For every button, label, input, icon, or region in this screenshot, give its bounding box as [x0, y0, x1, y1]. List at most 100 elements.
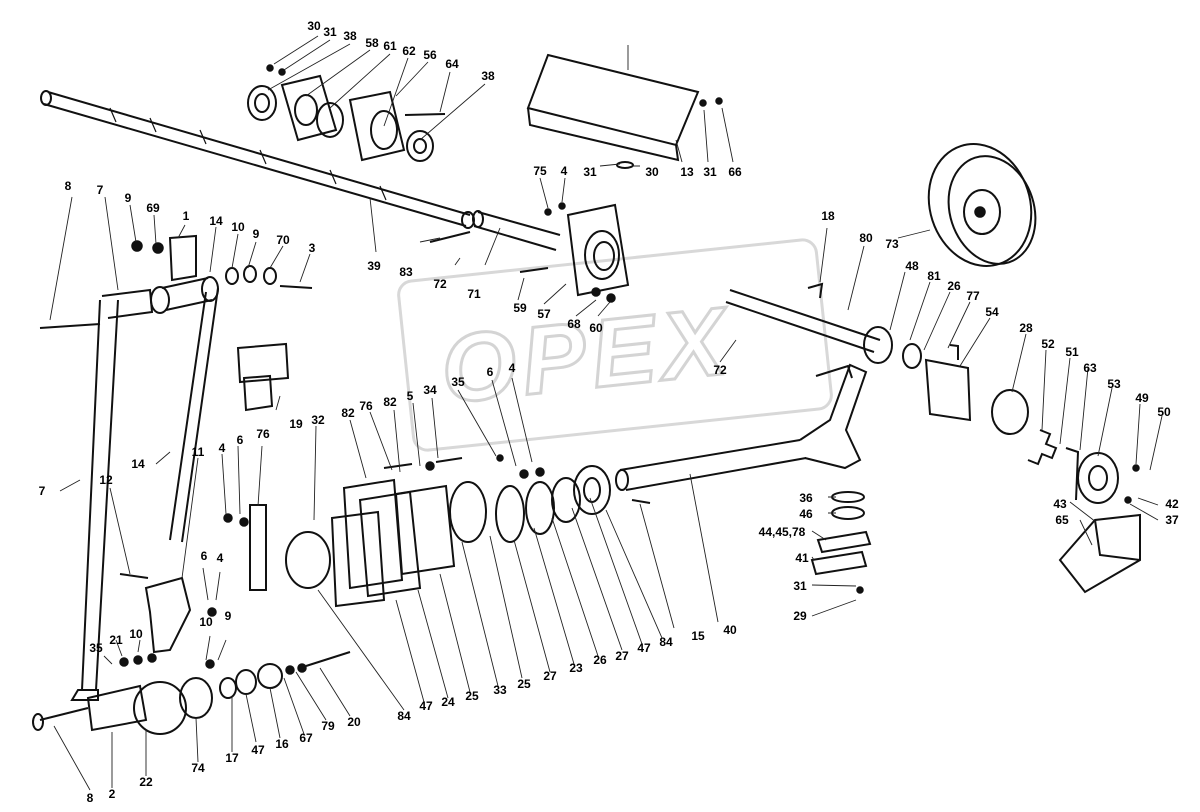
right-shaft-assembly [725, 282, 1140, 504]
callout-69: 69 [146, 201, 160, 215]
callout-56: 56 [423, 48, 437, 62]
callout-47: 47 [637, 641, 651, 655]
bottom-shaft-assembly [32, 573, 351, 735]
callout-18: 18 [821, 209, 835, 223]
callout-4: 4 [561, 164, 568, 178]
callout-76b: 76 [256, 427, 270, 441]
callout-2: 2 [109, 787, 116, 801]
callout-62: 62 [402, 44, 416, 58]
callout-20: 20 [347, 715, 361, 729]
callout-17: 17 [225, 751, 239, 765]
callout-13: 13 [680, 165, 694, 179]
left-levers [39, 234, 313, 701]
callout-75: 75 [533, 164, 547, 178]
gearbox-housing [429, 202, 630, 303]
callout-4b: 4 [509, 361, 516, 375]
callout-30: 30 [307, 19, 321, 33]
callout-33: 33 [493, 683, 507, 697]
callout-73: 73 [885, 237, 899, 251]
callout-8b: 8 [87, 791, 94, 805]
callout-72b: 72 [713, 363, 727, 377]
callout-74: 74 [191, 761, 205, 775]
callout-65: 65 [1055, 513, 1069, 527]
callout-47c: 47 [251, 743, 265, 757]
callout-9: 9 [125, 191, 132, 205]
callout-10b: 10 [199, 615, 213, 629]
callout-7b: 7 [39, 484, 46, 498]
callout-6c: 6 [201, 549, 208, 563]
callout-38: 38 [343, 29, 357, 43]
callout-63: 63 [1083, 361, 1097, 375]
callout-30b: 30 [645, 165, 659, 179]
callout-84b: 84 [397, 709, 411, 723]
callout-60: 60 [589, 321, 603, 335]
callout-58: 58 [365, 36, 379, 50]
lower-stack [223, 454, 611, 608]
callout-41: 41 [795, 551, 809, 565]
callout-84: 84 [659, 635, 673, 649]
callout-23: 23 [569, 661, 583, 675]
callout-8: 8 [65, 179, 72, 193]
callout-22: 22 [139, 775, 153, 789]
callout-49: 49 [1135, 391, 1149, 405]
callout-81: 81 [927, 269, 941, 283]
callout-16: 16 [275, 737, 289, 751]
callout-64: 64 [445, 57, 459, 71]
callout-54: 54 [985, 305, 999, 319]
callout-68: 68 [567, 317, 581, 331]
callout-3: 3 [309, 241, 316, 255]
callout-7: 7 [97, 183, 104, 197]
callout-76: 76 [359, 399, 373, 413]
callout-12: 12 [99, 473, 113, 487]
callout-9b: 9 [253, 227, 260, 241]
callout-36: 36 [799, 491, 813, 505]
callout-4d: 4 [217, 551, 224, 565]
callout-35b: 35 [89, 641, 103, 655]
callout-50: 50 [1157, 405, 1171, 419]
callout-31: 31 [323, 25, 337, 39]
callout-31b: 31 [703, 165, 717, 179]
callout-27: 27 [615, 649, 629, 663]
callout-28: 28 [1019, 321, 1033, 335]
callout-32: 32 [311, 413, 325, 427]
cover-plate-13 [526, 53, 723, 169]
callout-42: 42 [1165, 497, 1179, 511]
bracket-43-65 [1058, 513, 1141, 594]
callout-72: 72 [433, 277, 447, 291]
callout-labels: 30 31 38 58 61 62 56 64 38 13 31 66 31 3… [39, 19, 1179, 805]
upper-bearing-assembly [247, 64, 446, 162]
callout-34: 34 [423, 383, 437, 397]
callout-59: 59 [513, 301, 527, 315]
callout-80: 80 [859, 231, 873, 245]
callout-1: 1 [183, 209, 190, 223]
callout-39: 39 [367, 259, 381, 273]
callout-66: 66 [728, 165, 742, 179]
main-frame-40 [615, 363, 868, 504]
callout-53: 53 [1107, 377, 1121, 391]
callout-70: 70 [276, 233, 290, 247]
callout-6b: 6 [237, 433, 244, 447]
callout-15: 15 [691, 629, 705, 643]
callout-10c: 10 [129, 627, 143, 641]
callout-35: 35 [451, 375, 465, 389]
callout-48: 48 [905, 259, 919, 273]
callout-14b: 14 [131, 457, 145, 471]
callout-52: 52 [1041, 337, 1055, 351]
callout-26b: 26 [593, 653, 607, 667]
callout-47b: 47 [419, 699, 433, 713]
callout-11: 11 [192, 445, 205, 459]
callout-25: 25 [517, 677, 531, 691]
callout-79: 79 [321, 719, 335, 733]
callout-44-45-78: 44,45,78 [759, 525, 806, 539]
callout-4c: 4 [219, 441, 226, 455]
callout-51: 51 [1065, 345, 1079, 359]
callout-21: 21 [109, 633, 123, 647]
callout-40: 40 [723, 623, 737, 637]
callout-6: 6 [487, 365, 494, 379]
callout-24: 24 [441, 695, 455, 709]
callout-25b: 25 [465, 689, 479, 703]
callout-31d: 31 [793, 579, 807, 593]
callout-38b: 38 [481, 69, 495, 83]
callout-31c: 31 [583, 165, 597, 179]
